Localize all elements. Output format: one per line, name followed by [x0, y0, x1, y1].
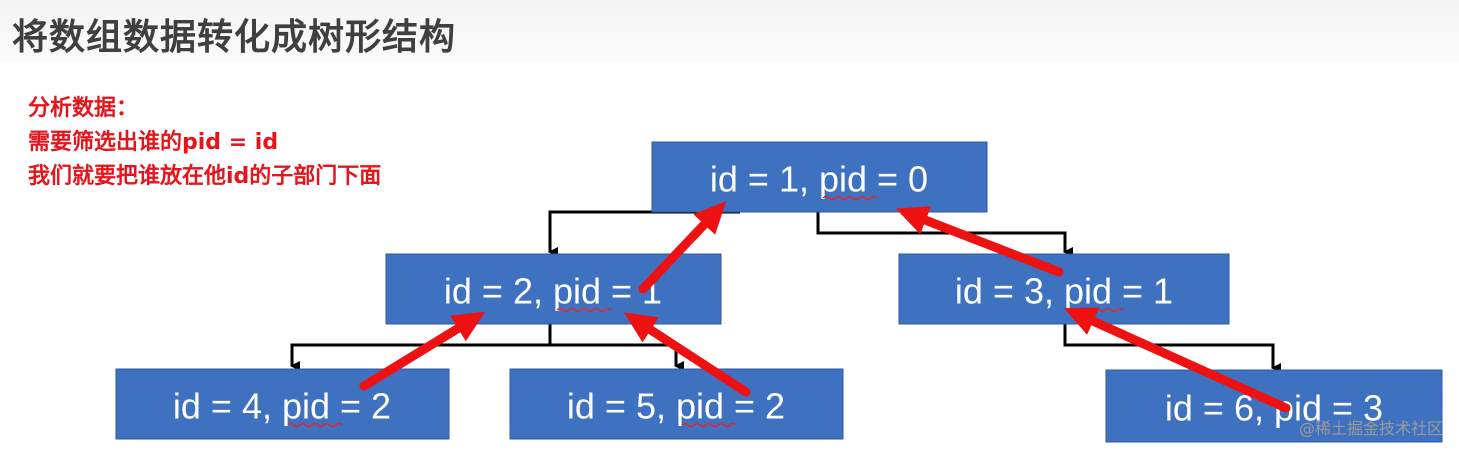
- spellcheck-underline: [556, 307, 612, 313]
- page-title: 将数组数据转化成树形结构: [12, 17, 457, 58]
- node-label: id = 6, pid = 3: [1165, 388, 1383, 429]
- red-arrow: [895, 206, 1064, 277]
- edge-2-to-5: [550, 343, 684, 371]
- tree-node: id = 5, pid = 2: [509, 368, 844, 440]
- red-arrow: [1064, 307, 1291, 413]
- note-line: 我们就要把谁放在他id的子部门下面: [28, 164, 382, 189]
- spellcheck-underline: [681, 422, 737, 428]
- node-label: id = 5, pid = 2: [567, 386, 785, 427]
- tree-node: id = 4, pid = 2: [115, 368, 450, 440]
- tree-node: id = 2, pid = 1: [385, 253, 722, 325]
- spellcheck-underline: [822, 195, 878, 201]
- red-arrow: [638, 201, 727, 294]
- watermark: @稀土掘金技术社区: [1298, 419, 1443, 438]
- spellcheck-underline: [287, 422, 343, 428]
- analysis-notes: 分析数据： 需要筛选出谁的pid = id 我们就要把谁放在他id的子部门下面: [28, 92, 381, 194]
- node-label: id = 3, pid = 1: [955, 271, 1173, 312]
- edge-3-to-6: [1063, 322, 1281, 373]
- edge-1-to-3: [816, 212, 1073, 257]
- red-arrow: [623, 312, 751, 397]
- red-arrow: [359, 311, 486, 391]
- note-line: 需要筛选出谁的pid = id: [28, 130, 279, 155]
- note-line: 分析数据：: [28, 96, 139, 121]
- edge-2-to-4: [290, 322, 552, 371]
- node-label: id = 1, pid = 0: [710, 159, 928, 200]
- node-label: id = 2, pid = 1: [444, 271, 662, 312]
- title-bar: 将数组数据转化成树形结构: [0, 0, 1459, 62]
- tree-node: id = 1, pid = 0: [651, 141, 988, 213]
- tree-node: id = 3, pid = 1: [898, 253, 1230, 325]
- node-label: id = 4, pid = 2: [173, 386, 391, 427]
